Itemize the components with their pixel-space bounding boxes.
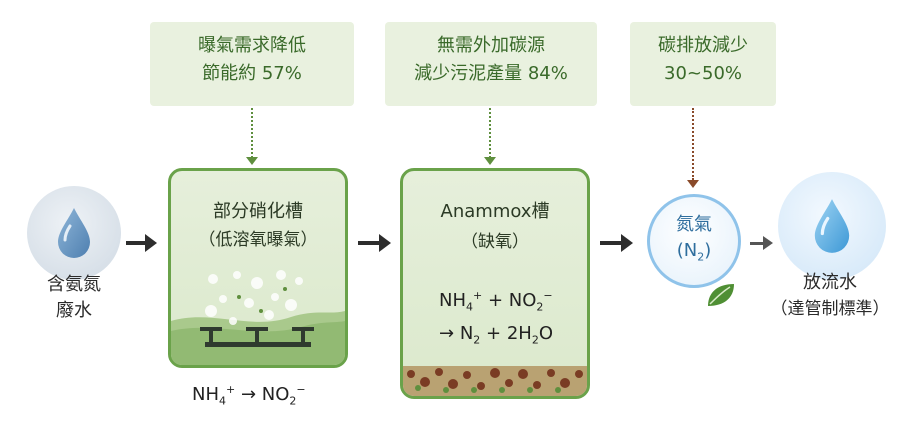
benefit-energy-line1: 曝氣需求降低 [198,35,306,56]
eq3-nitrogen: N [459,323,474,344]
eq3-nitrogen-sub: 2 [473,333,481,347]
benefit-energy-line2: 節能約 57% [202,63,302,84]
eq1-ammonium: NH [192,384,219,405]
gas-label-line2: (N2) [676,239,712,264]
eq2-ammonium-charge: + [473,289,483,302]
eq2-nitrite-sub: 2 [536,300,544,314]
clean-water-drop-icon [814,199,850,253]
benefit-box-energy: 曝氣需求降低 節能約 57% [150,22,354,106]
flow-arrow-3 [600,241,622,245]
flow-arrow-1-head [145,234,157,252]
output-label-line2: （達管制標準） [770,299,890,319]
eq3-arrow: → [439,323,455,344]
eq1-ammonium-charge: + [226,383,236,396]
output-water-circle [778,172,886,280]
eq2-plus: + [487,290,504,311]
partial-nitrification-tank: 部分硝化槽 （低溶氧曝氣） [168,168,348,368]
eq2-ammonium-sub: 4 [466,300,473,314]
eq2-ammonium: NH [439,290,466,311]
output-label-line1: 放流水 [803,272,857,293]
leaf-icon [708,284,734,306]
benefit-sludge-line2: 減少污泥產量 84% [414,63,568,84]
benefit-box-sludge: 無需外加碳源 減少污泥產量 84% [385,22,597,106]
flow-arrow-2 [358,241,380,245]
eq2-nitrite-charge: − [543,289,553,302]
input-label-line1: 含氨氮 [47,274,101,295]
input-label: 含氨氮 廢水 [28,272,120,324]
flow-arrow-4-head [763,236,773,250]
eq1-arrow: → [240,384,257,405]
eq1-nitrite-charge: − [296,383,306,396]
tank2-equation-1: NH4+ + NO2− [439,289,553,314]
tank1-subtitle: （低溶氧曝氣） [198,230,318,250]
input-water-circle [27,186,121,280]
nitrogen-gas-bubble: 氮氣 (N2) [647,194,741,288]
tank2-subtitle: （缺氧） [461,232,529,252]
benefit-sludge-line1: 無需外加碳源 [437,35,545,56]
benefit-box-carbon: 碳排放減少 30~50% [630,22,776,106]
gas-label-line1: 氮氣 [676,213,712,235]
connector-energy [251,108,253,158]
connector-sludge-arrow [484,157,496,165]
connector-energy-arrow [246,157,258,165]
aeration-illustration [171,270,345,365]
granular-sludge-bed [403,366,587,396]
connector-carbon-arrow [687,180,699,188]
tank1-title: 部分硝化槽 [213,201,303,222]
flow-arrow-2-head [379,234,391,252]
output-label: 放流水 （達管制標準） [760,270,900,322]
eq1-nitrite-sub: 2 [289,394,297,408]
eq2-nitrite: NO [508,290,537,311]
benefit-carbon-line2: 30~50% [664,63,742,84]
benefit-carbon-line1: 碳排放減少 [658,35,748,56]
connector-carbon [692,108,694,180]
water-drop-icon [58,208,90,258]
tank2-equation-2: → N2 + 2H2O [439,323,553,347]
eq3-water-tail: O [538,323,554,344]
eq3-water-sub: 2 [531,333,539,347]
connector-sludge [489,108,491,158]
eq1-ammonium-sub: 4 [219,394,226,408]
eq3-water: 2H [506,323,532,344]
flow-arrow-3-head [621,234,633,252]
eq1-nitrite: NO [261,384,290,405]
flow-arrow-4 [750,242,764,245]
flow-arrow-1 [126,241,146,245]
tank2-title: Anammox槽 [440,201,550,222]
input-label-line2: 廢水 [56,300,92,321]
tank1-equation: NH4+ → NO2− [192,383,306,408]
eq3-plus: + [486,323,502,344]
anammox-tank: Anammox槽 （缺氧） NH4+ + NO2− → N2 + 2H2O [400,168,590,399]
